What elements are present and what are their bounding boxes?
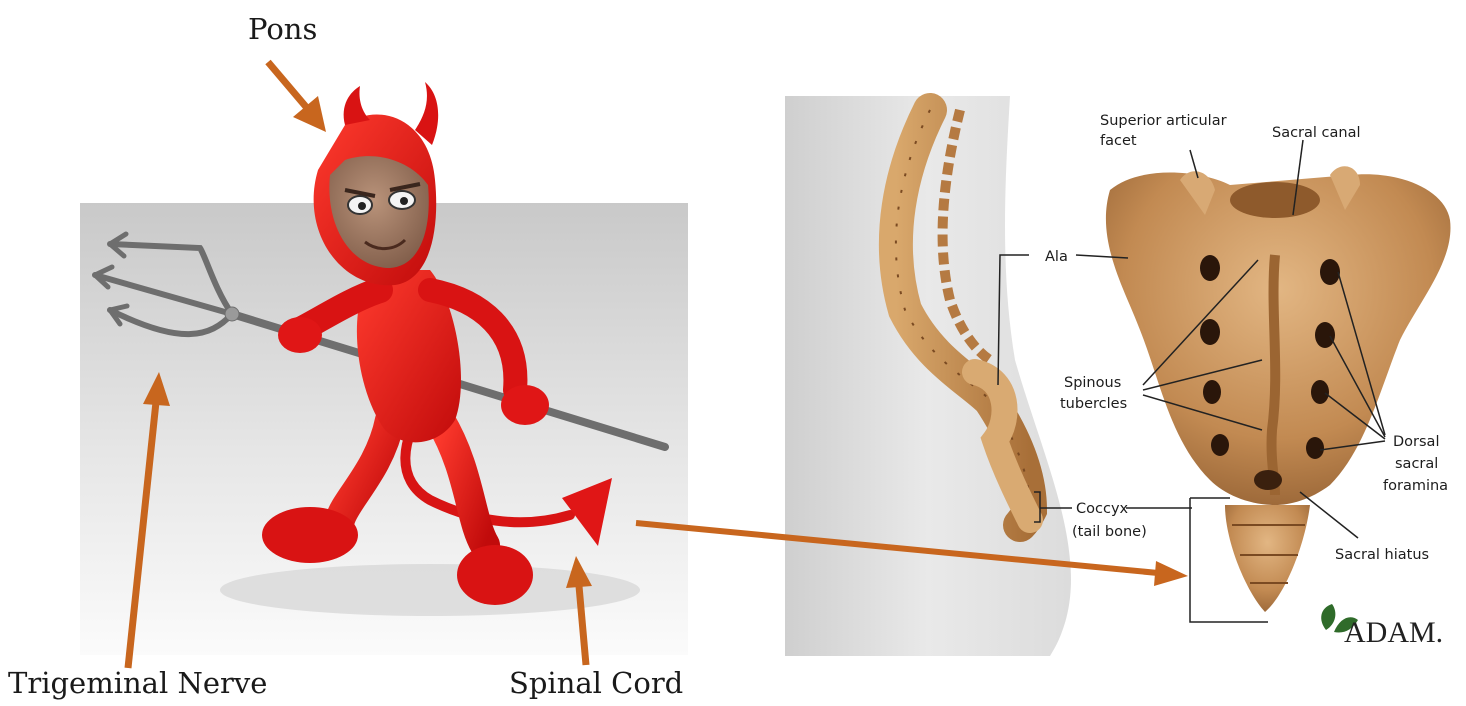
label-spinous-1: Spinous [1064,375,1121,391]
devil-left-horn [344,86,370,125]
devil-left-foot [262,507,358,563]
label-coccyx-2: (tail bone) [1072,524,1147,540]
label-ala: Ala [1045,249,1068,265]
label-superior-articular-1: Superior articular [1100,113,1227,129]
label-dorsal-1: Dorsal [1393,434,1439,450]
pons-arrow [268,62,326,132]
devil-left-hand [278,317,322,353]
devil-illustration [80,82,688,655]
label-dorsal-2: sacral [1395,456,1438,472]
pons-label: Pons [248,12,317,46]
spinal-cord-label: Spinal Cord [509,666,683,700]
devil-right-foot [457,545,533,605]
trigeminal-nerve-label: Trigeminal Nerve [8,666,267,700]
label-superior-articular-2: facet [1100,133,1137,149]
label-spinous-2: tubercles [1060,396,1127,412]
label-sacral-hiatus: Sacral hiatus [1335,547,1429,563]
adam-logo-text: ADAM. [1344,616,1443,649]
label-dorsal-3: foramina [1383,478,1448,494]
devil-right-hand [501,385,549,425]
label-coccyx-1: Coccyx [1076,501,1129,517]
label-sacral-canal: Sacral canal [1272,125,1361,141]
